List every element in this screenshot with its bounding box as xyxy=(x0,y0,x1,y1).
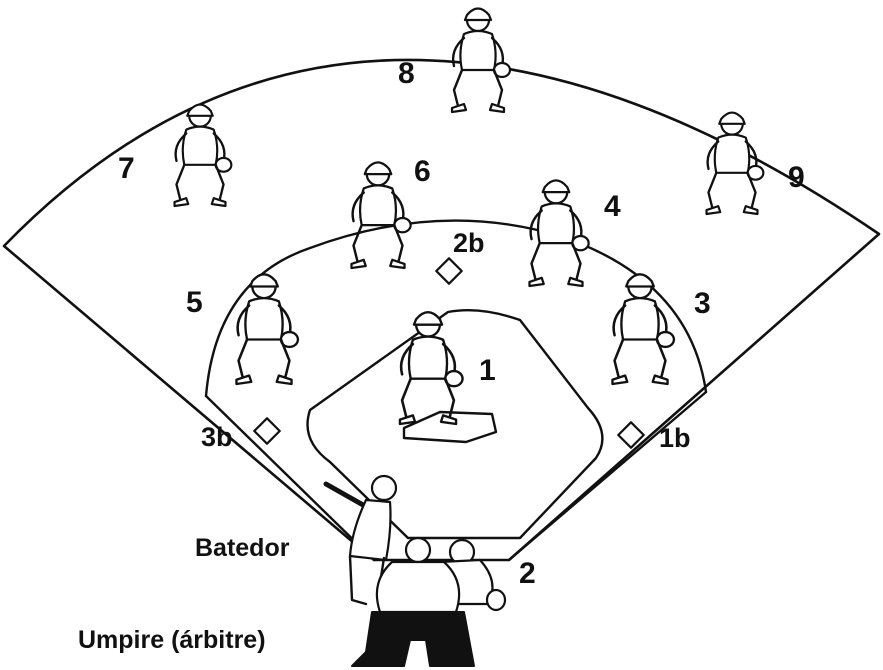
position-label-2: 2 xyxy=(519,557,536,590)
first-base-line xyxy=(509,392,706,560)
position-label-8: 8 xyxy=(398,57,415,90)
position-label-1: 1 xyxy=(479,354,496,387)
second-base xyxy=(436,258,461,283)
right-fielder-figure xyxy=(707,113,764,214)
role-labels: Batedor Umpire (árbitre) xyxy=(78,534,290,654)
position-label-3: 3 xyxy=(694,287,711,320)
left-fielder-figure xyxy=(175,105,232,206)
position-labels: 8 7 9 6 4 5 3 1 2 xyxy=(118,57,805,590)
players xyxy=(175,9,764,667)
outfield-boundary xyxy=(4,60,879,560)
position-label-4: 4 xyxy=(604,190,621,223)
second-base-label: 2b xyxy=(453,228,485,258)
third-base xyxy=(254,418,279,443)
first-base-label: 1b xyxy=(659,423,691,453)
third-base-label: 3b xyxy=(201,422,233,452)
position-label-6: 6 xyxy=(414,155,431,188)
pitcher-figure xyxy=(400,312,463,424)
umpire-label: Umpire (árbitre) xyxy=(78,626,266,654)
shortstop-figure xyxy=(351,162,410,268)
batter-label: Batedor xyxy=(195,534,290,562)
position-label-5: 5 xyxy=(186,286,203,319)
second-baseman-figure xyxy=(529,180,588,286)
center-fielder-figure xyxy=(452,9,510,113)
position-label-9: 9 xyxy=(788,161,805,194)
position-label-7: 7 xyxy=(118,152,135,185)
first-baseman-figure xyxy=(612,274,673,384)
field xyxy=(4,60,879,560)
